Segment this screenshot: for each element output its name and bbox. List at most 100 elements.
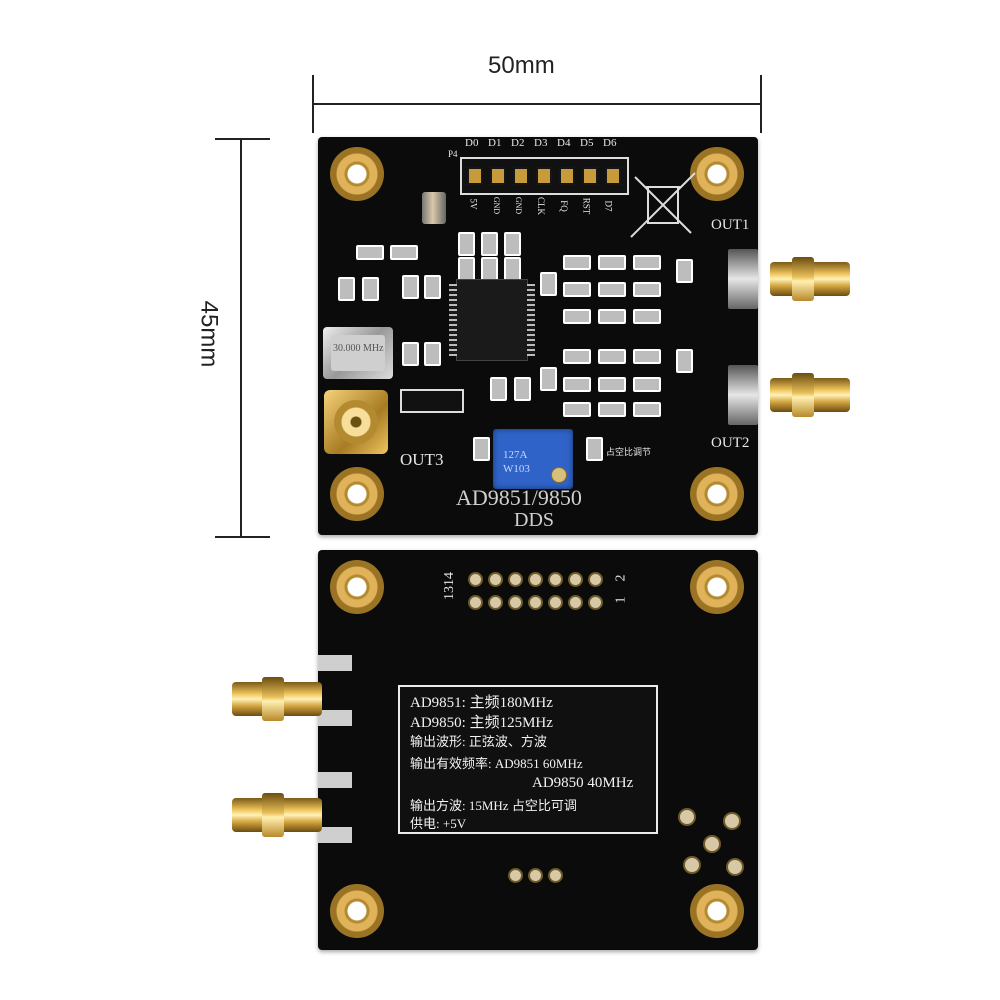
back-pcb: 1314 2 1 AD9851: 主频180MHz AD9850: 主频125M… (318, 550, 758, 950)
smd-component (540, 367, 557, 391)
smd-component (458, 232, 475, 256)
dds-label: DDS (514, 509, 555, 531)
duty-label: 占空比调节 (606, 447, 652, 457)
mount-hole (690, 467, 744, 521)
pin-label-d3: D3 (534, 137, 548, 149)
mount-hole (330, 467, 384, 521)
smd-component (633, 309, 661, 324)
smd-component (598, 255, 626, 270)
header-right-bottom: 1 (613, 596, 629, 604)
pin-label-5v: 5V (468, 198, 479, 210)
potentiometer[interactable]: 127A W103 (493, 429, 573, 489)
jumper[interactable] (400, 389, 464, 413)
pin-label-d1: D1 (488, 137, 502, 149)
smd-component (563, 349, 591, 364)
header-hole (528, 595, 543, 610)
sma-nut (262, 677, 284, 721)
pin-label-gnd-2: GND (514, 196, 524, 215)
pin-label-fq: FQ (558, 200, 569, 212)
spec-line: 供电: +5V (410, 816, 467, 831)
smd-component (473, 437, 490, 461)
pot-screw-icon (551, 467, 567, 483)
header-hole (588, 572, 603, 587)
smd-component (633, 349, 661, 364)
dds-chip (449, 279, 535, 361)
smd-component (586, 437, 603, 461)
spec-line: AD9851: 主频180MHz (410, 695, 553, 711)
header-hole (568, 595, 583, 610)
solder-pad (703, 835, 721, 853)
pin-label-rst: RST (581, 197, 592, 215)
solder-pad (678, 808, 696, 826)
smd-component (402, 275, 419, 299)
out1-label: OUT1 (711, 217, 750, 233)
smd-component (563, 255, 591, 270)
solder-pad (548, 868, 563, 883)
pin-label-d2: D2 (511, 137, 525, 149)
pin-label-d0: D0 (465, 137, 479, 149)
mount-hole (690, 147, 744, 201)
smd-component (362, 277, 379, 301)
sma-tab (318, 655, 352, 671)
sma-tab (318, 772, 352, 788)
pot-top-label: 127A (503, 449, 528, 461)
smd-component (676, 259, 693, 283)
pin-header (460, 157, 629, 195)
pin-label-d7: D7 (603, 200, 614, 212)
solder-pad (528, 868, 543, 883)
header-right-top: 2 (613, 574, 629, 582)
smd-component (633, 377, 661, 392)
sma-base (728, 365, 758, 425)
spec-line: 输出有效频率: AD9851 60MHz (410, 756, 583, 771)
header-hole (548, 595, 563, 610)
spec-line: 输出波形: 正弦波、方波 (410, 734, 547, 749)
sma-nut (792, 373, 814, 417)
sma-tab (318, 827, 352, 843)
smd-component (563, 282, 591, 297)
smd-component (514, 377, 531, 401)
smd-component (338, 277, 355, 301)
capacitor (422, 192, 446, 224)
smd-component (402, 342, 419, 366)
crystal-label: 30.000 MHz (333, 343, 384, 354)
sma-tab (318, 710, 352, 726)
sma-base (728, 249, 758, 309)
pin-label-d5: D5 (580, 137, 594, 149)
pin-label-d6: D6 (603, 137, 617, 149)
spec-box: AD9851: 主频180MHz AD9850: 主频125MHz 输出波形: … (398, 685, 658, 834)
header-hole (488, 572, 503, 587)
header-hole (468, 572, 483, 587)
height-dimension (215, 138, 270, 538)
solder-pad (683, 856, 701, 874)
out2-label: OUT2 (711, 435, 750, 451)
smd-component (458, 257, 475, 281)
smd-component (424, 275, 441, 299)
pin-label-clk: CLK (536, 197, 546, 215)
crystal-oscillator: 30.000 MHz (323, 327, 393, 379)
header-hole (468, 595, 483, 610)
smd-component (563, 377, 591, 392)
header-hole (488, 595, 503, 610)
spec-line: AD9850 40MHz (532, 775, 634, 791)
width-label: 50mm (488, 52, 555, 79)
out3-connector[interactable] (324, 390, 388, 454)
mount-hole (690, 884, 744, 938)
mount-hole (330, 560, 384, 614)
smd-component (598, 402, 626, 417)
solder-pad (723, 812, 741, 830)
mount-hole (690, 560, 744, 614)
spec-line: 输出方波: 15MHz 占空比可调 (410, 798, 577, 813)
pin-label-gnd: GND (492, 196, 502, 215)
smd-component (598, 282, 626, 297)
mount-hole (330, 147, 384, 201)
front-pcb: P4 D0 D1 D2 D3 D4 D5 D6 5V GND GND CLK F… (318, 137, 758, 535)
weee-icon (630, 172, 696, 238)
header-hole (568, 572, 583, 587)
width-dimension (312, 75, 762, 135)
header-hole (508, 595, 523, 610)
smd-component (481, 232, 498, 256)
pin-label-d4: D4 (557, 137, 571, 149)
smd-component (633, 402, 661, 417)
solder-pad (508, 868, 523, 883)
pot-label: W103 (503, 463, 530, 475)
